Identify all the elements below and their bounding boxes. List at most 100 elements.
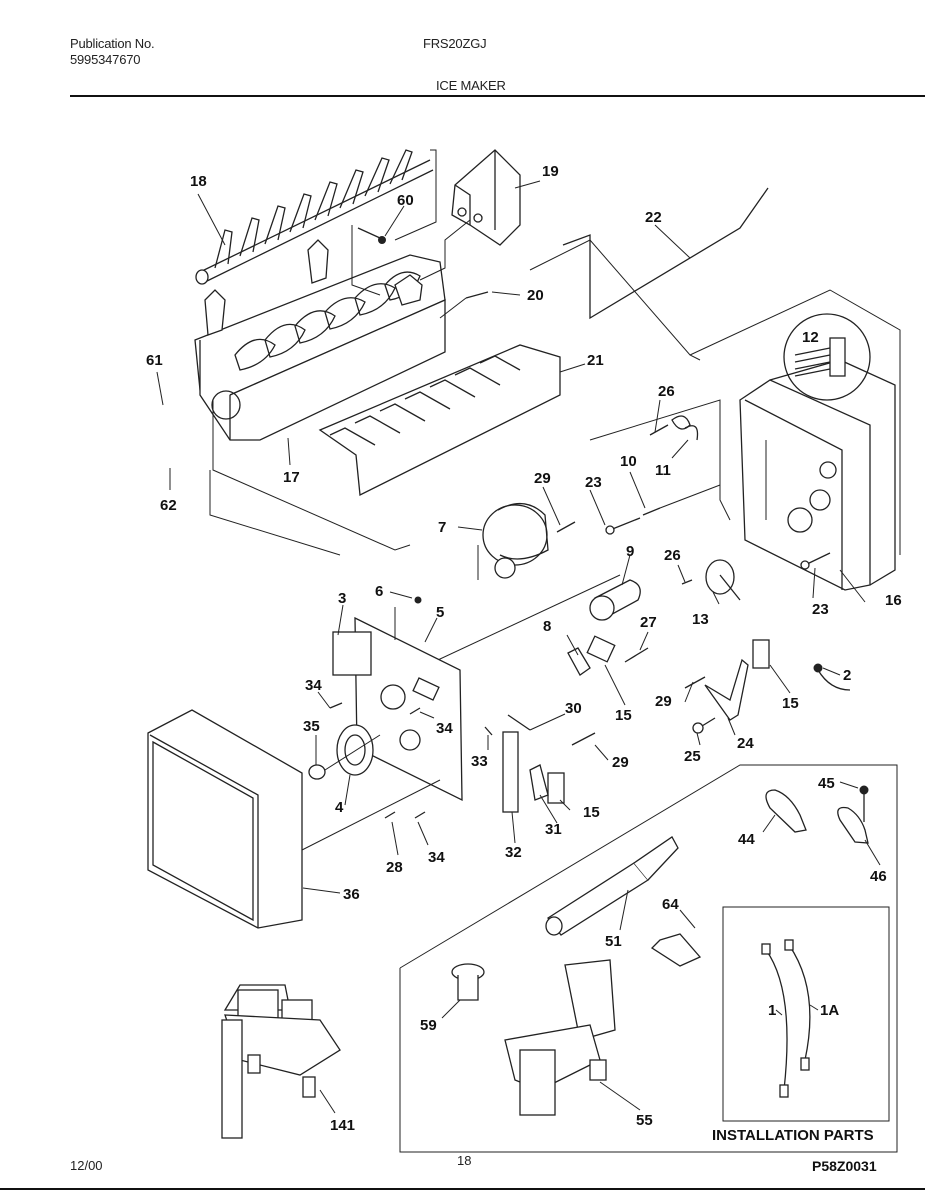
- callout-61: 61: [146, 352, 163, 369]
- callout-4: 4: [335, 799, 344, 816]
- footer-diagram-code: P58Z0031: [812, 1158, 877, 1174]
- part-motor: [477, 503, 549, 580]
- part-bin-arm: [529, 187, 769, 361]
- callout-26-lower: 26: [664, 547, 681, 564]
- part-clamp-46: [837, 785, 869, 844]
- part-front-cover: [147, 709, 441, 929]
- footer-rule: [0, 1188, 925, 1190]
- part-clamp-44: [765, 789, 807, 833]
- part-bracket-8: [567, 647, 591, 676]
- callout-15-right: 15: [782, 695, 799, 712]
- part-valve-141: [221, 984, 341, 1139]
- part-fill-tube: [545, 836, 679, 936]
- callout-8: 8: [543, 618, 551, 635]
- part-screw-29-lower: [571, 732, 596, 746]
- callout-59: 59: [420, 1017, 437, 1034]
- part-screw-23-lower: [800, 552, 831, 570]
- section-title: ICE MAKER: [436, 78, 506, 93]
- callout-29-upper: 29: [534, 470, 551, 487]
- part-screw-28: [384, 811, 396, 819]
- part-screw-27: [624, 647, 649, 663]
- footer-page-number: 18: [457, 1153, 472, 1168]
- callout-1: 1: [768, 1002, 776, 1019]
- installation-parts-frame: [399, 764, 898, 1153]
- callout-17: 17: [283, 469, 300, 486]
- callout-31: 31: [545, 821, 562, 838]
- callout-34-left: 34: [305, 677, 322, 694]
- callout-60: 60: [397, 192, 414, 209]
- part-shutoff-arm: [692, 658, 749, 734]
- callout-21: 21: [587, 352, 604, 369]
- part-screw-20: [439, 291, 489, 319]
- callout-64: 64: [662, 896, 679, 913]
- part-housing: [589, 289, 901, 591]
- installation-parts-label: INSTALLATION PARTS: [712, 1127, 874, 1144]
- part-shield: [419, 149, 521, 281]
- part-water-valve: [504, 959, 616, 1116]
- footer-date: 12/00: [70, 1158, 103, 1173]
- callout-62: 62: [160, 497, 177, 514]
- part-clip-64: [650, 933, 702, 967]
- model-number: FRS20ZGJ: [423, 36, 487, 51]
- callout-45: 45: [818, 775, 835, 792]
- part-screw-60: [351, 225, 386, 296]
- part-bracket-32: [502, 731, 519, 813]
- callout-9: 9: [626, 543, 634, 560]
- callout-29-lower: 29: [612, 754, 629, 771]
- callout-55: 55: [636, 1112, 653, 1129]
- callout-30: 30: [565, 700, 582, 717]
- part-switch-15-b: [752, 639, 770, 669]
- installation-parts-inset: [722, 906, 890, 1122]
- part-screw-29-mid: [684, 676, 706, 689]
- part-screw-30: [507, 714, 531, 731]
- callout-34-lower: 34: [428, 849, 445, 866]
- part-ejector: [195, 149, 437, 285]
- callout-44: 44: [738, 831, 755, 848]
- callout-13: 13: [692, 611, 709, 628]
- callout-36: 36: [343, 886, 360, 903]
- callout-35: 35: [303, 718, 320, 735]
- part-mold: [194, 239, 446, 551]
- callout-3: 3: [338, 590, 346, 607]
- part-screw-29-upper: [556, 521, 576, 533]
- part-screw-23-upper: [605, 484, 721, 535]
- callout-32: 32: [505, 844, 522, 861]
- part-switch-15-c: [547, 772, 565, 804]
- part-screw-34-b: [409, 707, 421, 715]
- callout-26-upper: 26: [658, 383, 675, 400]
- callout-16: 16: [885, 592, 902, 609]
- callout-25: 25: [684, 748, 701, 765]
- callout-18: 18: [190, 173, 207, 190]
- callout-23-upper: 23: [585, 474, 602, 491]
- callout-11: 11: [655, 462, 671, 479]
- callout-10: 10: [620, 453, 637, 470]
- callout-22: 22: [645, 209, 662, 226]
- callout-46: 46: [870, 868, 887, 885]
- part-plate-31: [529, 764, 549, 801]
- callout-28: 28: [386, 859, 403, 876]
- header-rule: [70, 95, 925, 97]
- callout-141: 141: [330, 1117, 355, 1134]
- callout-12: 12: [802, 329, 819, 346]
- part-screw-34-a: [329, 702, 343, 709]
- part-screw-34-c: [414, 811, 426, 819]
- part-switch-13: [681, 559, 741, 601]
- callout-5: 5: [436, 604, 444, 621]
- callout-51: 51: [605, 933, 622, 950]
- callout-7: 7: [438, 519, 446, 536]
- callout-20: 20: [527, 287, 544, 304]
- callout-1a: 1A: [820, 1002, 839, 1019]
- part-clip-11: [649, 415, 699, 441]
- callout-27: 27: [640, 614, 657, 631]
- part-wire-harness: [761, 939, 811, 1098]
- callout-2: 2: [843, 667, 851, 684]
- callout-23-lower: 23: [812, 601, 829, 618]
- callout-29-mid: 29: [655, 693, 672, 710]
- part-spring-33: [484, 726, 493, 736]
- publication-number: 5995347670: [70, 52, 141, 67]
- part-mounting-plate: [332, 596, 463, 802]
- leader-lines: [156, 180, 881, 1114]
- part-bracket-cover: [209, 344, 561, 556]
- publication-label: Publication No.: [70, 36, 155, 51]
